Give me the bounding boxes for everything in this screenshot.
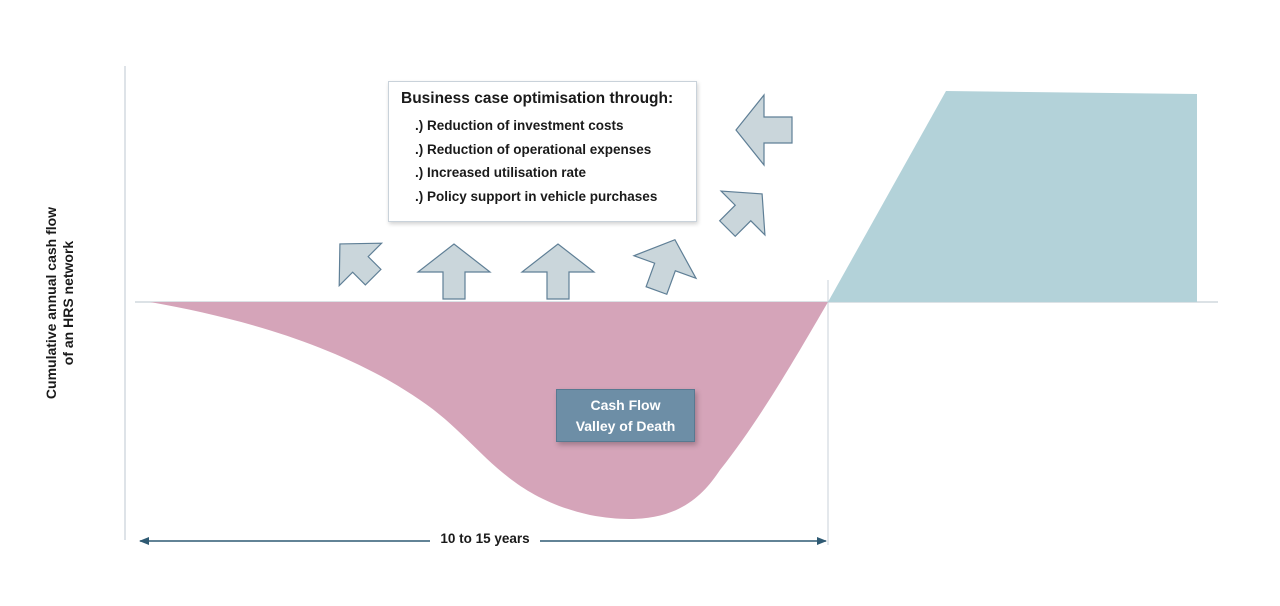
- block-arrow-icon: [718, 190, 766, 238]
- optimisation-arrows: [338, 93, 793, 300]
- block-arrow-icon: [632, 238, 698, 296]
- info-box-item: .) Reduction of operational expenses: [415, 141, 652, 157]
- block-arrow-icon: [735, 93, 793, 167]
- block-arrow-icon: [416, 243, 492, 300]
- valley-label-line1: Cash Flow: [590, 396, 661, 413]
- valley-area: [150, 302, 828, 519]
- valley-label-line2: Valley of Death: [575, 417, 676, 434]
- info-box-list: .) Reduction of investment costs .) Redu…: [399, 114, 686, 208]
- info-box-item: .) Reduction of investment costs: [415, 118, 624, 133]
- info-box-item: .) Policy support in vehicle purchases: [415, 188, 658, 204]
- y-axis-label: Cumulative annual cash flow of an HRS ne…: [43, 183, 77, 423]
- y-axis-label-line1: Cumulative annual cash flow: [43, 206, 59, 400]
- positive-area: [828, 91, 1197, 302]
- info-box-title: Business case optimisation through:: [401, 90, 674, 107]
- block-arrow-icon: [338, 242, 384, 288]
- valley-of-death-label: Cash Flow Valley of Death: [556, 389, 695, 442]
- block-arrow-icon: [520, 243, 596, 300]
- info-box-item: .) Increased utilisation rate: [415, 165, 587, 180]
- optimisation-info-box: Business case optimisation through: .) R…: [388, 81, 697, 222]
- timespan-label: 10 to 15 years: [430, 529, 540, 549]
- y-axis-label-line2: of an HRS network: [60, 240, 76, 366]
